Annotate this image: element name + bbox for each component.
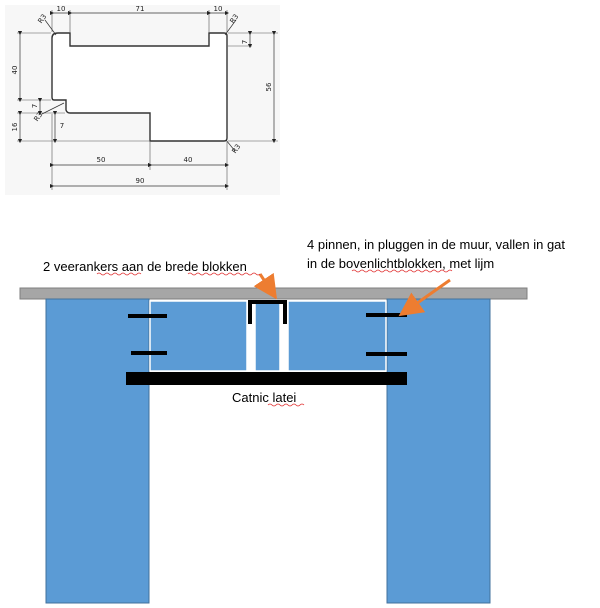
dim-left-bottom: 16	[11, 122, 19, 131]
right-wide-block	[287, 300, 387, 372]
profile-drawing: 10 71 10 R3 R3 7 40 7 R3 16 7 56 R3 50 4…	[5, 5, 280, 195]
dim-radius-top-right: R3	[228, 13, 240, 25]
right-wall-pillar	[386, 298, 491, 604]
catnic-lintel	[126, 372, 407, 385]
label-catnic-lintel: Catnic latei	[232, 390, 296, 405]
wall-diagram: 2 veerankers aan de brede blokken 4 pinn…	[19, 237, 565, 604]
spring-anchor-lower	[131, 351, 167, 355]
dim-bottom-right: 40	[184, 156, 193, 164]
spring-anchor-upper	[128, 314, 167, 318]
label-pins-line2: in de bovenlichtblokken, met lijm	[307, 256, 494, 271]
label-pins-line1: 4 pinnen, in pluggen in de muur, vallen …	[307, 237, 565, 252]
extension-lines	[17, 10, 278, 190]
spellcheck-brede-blokken	[187, 272, 261, 276]
spellcheck-veerankers	[96, 272, 142, 276]
dim-right-notch: 7	[241, 40, 249, 44]
dim-radius-bottom-right: R3	[230, 143, 242, 155]
left-wall-pillar	[45, 298, 150, 604]
dim-top-mid: 71	[136, 5, 145, 13]
profile-outline	[51, 32, 228, 142]
dim-left-height: 40	[11, 66, 19, 75]
dim-radius-top-left: R3	[36, 13, 48, 25]
narrow-center-block	[254, 300, 281, 372]
spellcheck-bovenlichtblokken	[351, 269, 453, 273]
dimension-lines	[17, 10, 277, 189]
label-spring-anchors: 2 veerankers aan de brede blokken	[43, 259, 247, 274]
arrow-to-pins	[398, 278, 451, 317]
dim-left-step: 7	[31, 104, 39, 108]
narrow-block-bracket	[248, 300, 287, 324]
dim-total-width: 90	[136, 177, 145, 185]
left-wide-block	[149, 300, 248, 372]
dim-left-bottom-notch: 7	[60, 122, 64, 130]
dim-top-left: 10	[57, 5, 66, 13]
pin-upper	[366, 313, 407, 317]
dim-top-right: 10	[214, 5, 223, 13]
arrow-to-bracket	[253, 272, 277, 300]
spellcheck-latei	[267, 403, 305, 407]
dim-radius-left: R3	[32, 111, 44, 123]
top-slab	[19, 287, 528, 300]
dim-right-height: 56	[265, 82, 273, 91]
pin-lower	[366, 352, 407, 356]
dim-bottom-left: 50	[97, 156, 106, 164]
